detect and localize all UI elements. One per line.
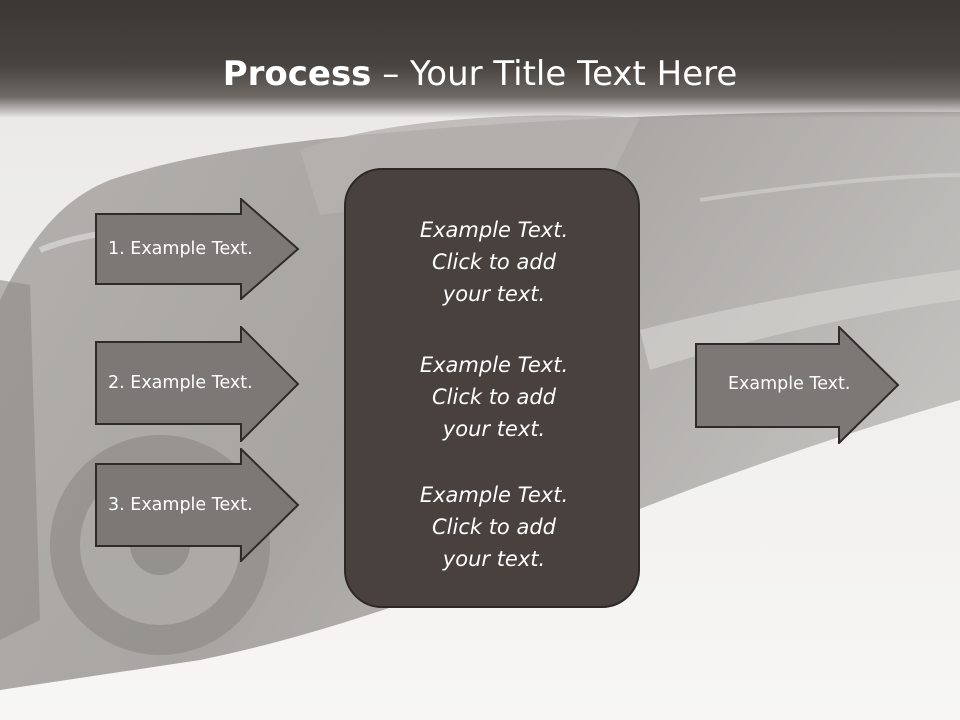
- process-arrow-2-label: 2. Example Text.: [108, 373, 253, 393]
- center-content-box[interactable]: Example Text. Click to add your text. Ex…: [344, 168, 640, 608]
- center-text-line: your text.: [442, 417, 546, 441]
- output-arrow-label: Example Text.: [728, 374, 851, 394]
- center-text-line: Click to add: [431, 515, 556, 539]
- center-text-line: Example Text.: [419, 353, 569, 377]
- center-text-block-3[interactable]: Example Text. Click to add your text.: [346, 479, 642, 575]
- slide-title-bold: Process: [222, 54, 372, 94]
- slide-title[interactable]: Process – Your Title Text Here: [0, 52, 960, 96]
- process-arrow-1-label: 1. Example Text.: [108, 239, 253, 259]
- arrow-right-icon: [95, 448, 300, 562]
- title-bar: [0, 0, 960, 118]
- arrow-right-icon: [95, 198, 300, 300]
- process-arrow-1[interactable]: 1. Example Text.: [95, 198, 301, 300]
- center-text-line: Click to add: [431, 250, 556, 274]
- center-text-line: Click to add: [431, 385, 556, 409]
- arrow-right-icon: [95, 326, 300, 442]
- center-text-line: Example Text.: [419, 483, 569, 507]
- process-arrow-3-label: 3. Example Text.: [108, 495, 253, 515]
- slide-title-rest: – Your Title Text Here: [371, 54, 738, 94]
- center-text-block-1[interactable]: Example Text. Click to add your text.: [346, 214, 642, 310]
- center-text-block-2[interactable]: Example Text. Click to add your text.: [346, 349, 642, 445]
- center-text-line: your text.: [442, 547, 546, 571]
- center-text-line: your text.: [442, 282, 546, 306]
- center-text-line: Example Text.: [419, 218, 569, 242]
- process-arrow-3[interactable]: 3. Example Text.: [95, 448, 301, 562]
- output-arrow[interactable]: Example Text.: [695, 326, 901, 444]
- process-arrow-2[interactable]: 2. Example Text.: [95, 326, 301, 442]
- arrow-right-icon: [695, 326, 900, 444]
